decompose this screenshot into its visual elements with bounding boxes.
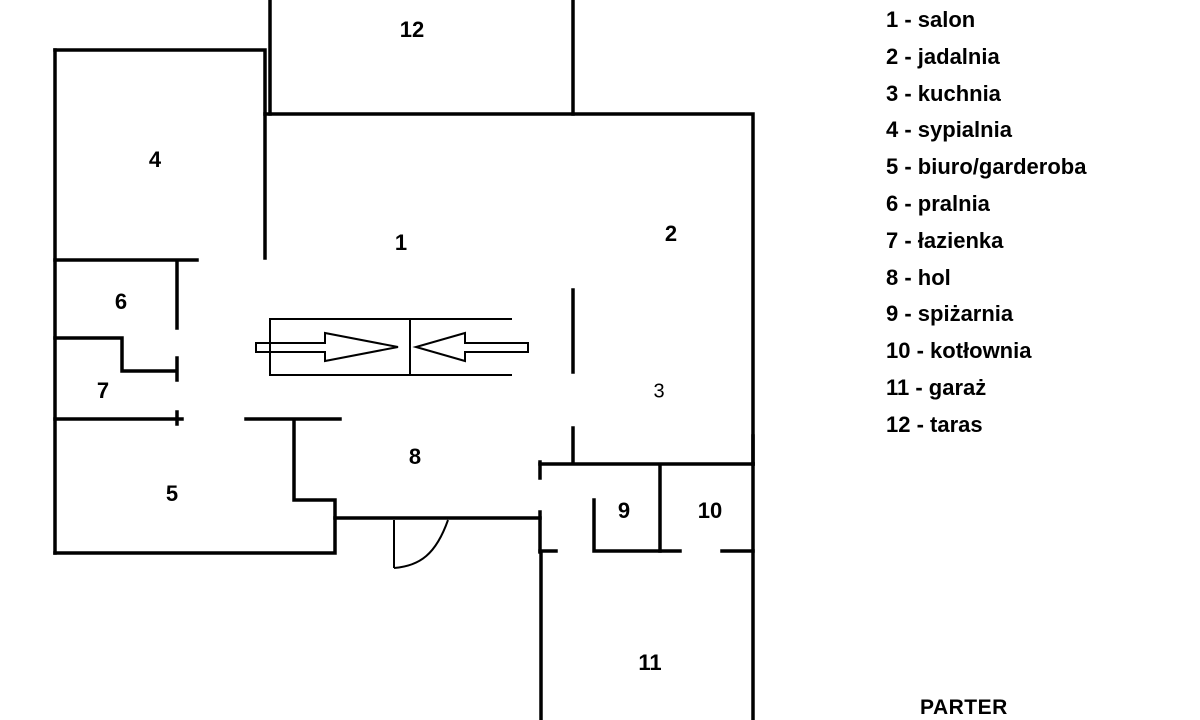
staircase bbox=[255, 318, 529, 376]
room-number-2: 2 bbox=[665, 221, 677, 246]
arrow-left-icon bbox=[412, 331, 529, 363]
bedroom-bottom-wall bbox=[53, 258, 199, 330]
room-number-7: 7 bbox=[97, 378, 109, 403]
room-number-4: 4 bbox=[149, 147, 162, 172]
room-number-8: 8 bbox=[409, 444, 421, 469]
room-number-3: 3 bbox=[653, 380, 664, 402]
floor-title: PARTER bbox=[920, 696, 1008, 719]
legend-item: 4 - sypialnia bbox=[886, 117, 1012, 143]
legend-item: 12 - taras bbox=[886, 411, 983, 437]
legend-item: 1 - salon bbox=[886, 7, 976, 32]
room-labels: 12 4 1 2 6 3 7 8 5 9 10 11 bbox=[97, 17, 722, 675]
legend-item: 2 - jadalnia bbox=[886, 43, 1000, 69]
room-number-9: 9 bbox=[618, 498, 630, 523]
legend-item: 5 - biuro/garderoba bbox=[886, 154, 1087, 180]
garage-walls bbox=[539, 462, 755, 720]
legend-item: 10 - kotłownia bbox=[886, 338, 1032, 364]
terrace-walls bbox=[268, 0, 575, 116]
legend-item: 11 - garaż bbox=[886, 374, 987, 400]
room-number-11: 11 bbox=[638, 650, 661, 675]
room-number-6: 6 bbox=[115, 289, 127, 314]
room-number-10: 10 bbox=[698, 498, 722, 523]
hall-walls bbox=[333, 460, 755, 569]
main-block-walls bbox=[263, 112, 755, 466]
legend-item: 7 - łazienka bbox=[886, 227, 1004, 253]
legend-item: 9 - spiżarnia bbox=[886, 301, 1014, 327]
office-walls bbox=[53, 420, 337, 555]
room-number-12: 12 bbox=[400, 17, 424, 42]
bedroom-walls bbox=[53, 48, 267, 555]
arrow-right-icon bbox=[255, 331, 399, 363]
room-number-5: 5 bbox=[166, 481, 178, 506]
laundry-bathroom-walls bbox=[53, 336, 342, 426]
legend-item: 8 - hol bbox=[886, 264, 951, 290]
pantry-boiler-walls bbox=[538, 464, 755, 553]
legend-item: 3 - kuchnia bbox=[886, 80, 1001, 106]
legend-item: 6 - pralnia bbox=[886, 190, 990, 216]
room-legend: 1 - salon 2 - jadalnia 3 - kuchnia 4 - s… bbox=[886, 2, 1086, 444]
room-number-1: 1 bbox=[395, 230, 407, 255]
